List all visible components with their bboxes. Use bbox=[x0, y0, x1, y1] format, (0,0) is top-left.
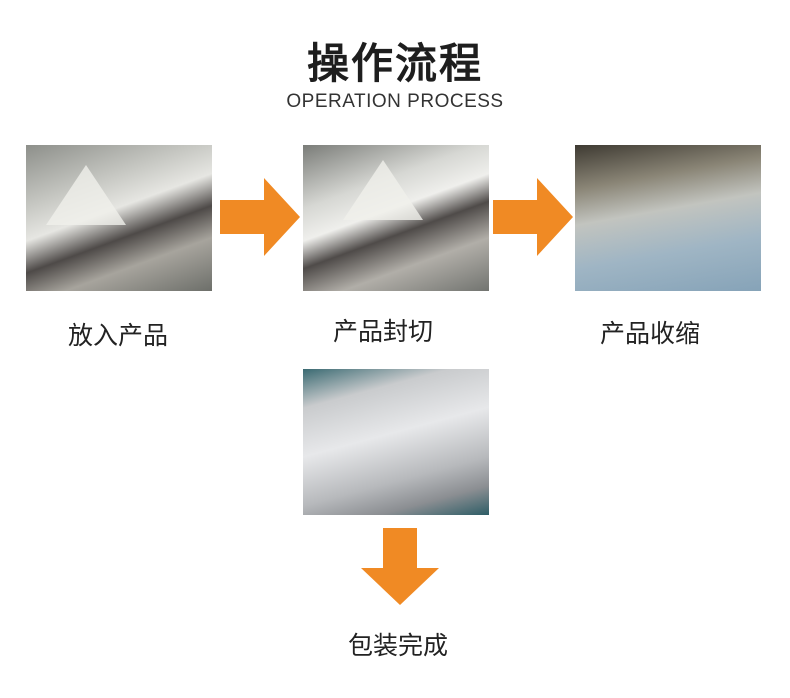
packaged-products-photo bbox=[303, 369, 489, 515]
step-label-load: 放入产品 bbox=[67, 321, 168, 350]
machine-sealing-photo bbox=[303, 145, 489, 291]
arrow-right-icon bbox=[220, 178, 302, 256]
arrow-down-icon bbox=[361, 528, 439, 606]
step-label-shrink: 产品收缩 bbox=[599, 319, 700, 348]
page-subtitle: OPERATION PROCESS bbox=[286, 91, 504, 112]
arrow-right-icon bbox=[493, 178, 575, 256]
step-label-seal: 产品封切 bbox=[332, 317, 433, 346]
machine-loading-photo bbox=[26, 145, 212, 291]
page-title: 操作流程 bbox=[306, 39, 483, 88]
step-label-done: 包装完成 bbox=[347, 631, 448, 660]
machine-frame-shape bbox=[46, 165, 126, 225]
machine-frame-shape bbox=[343, 160, 423, 220]
shrink-tunnel-photo bbox=[575, 145, 761, 291]
